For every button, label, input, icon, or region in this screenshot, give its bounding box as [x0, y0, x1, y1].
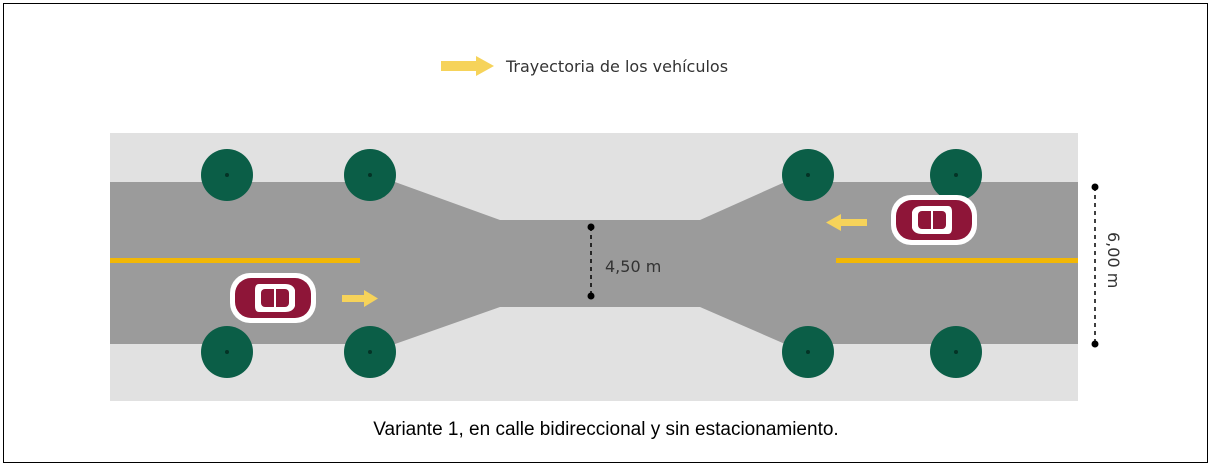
tree-icon	[344, 326, 396, 378]
tree-icon	[201, 326, 253, 378]
car-icon-westbound	[890, 194, 978, 246]
full-width-label: 6,00 m	[1104, 232, 1123, 288]
legend: Trayectoria de los vehículos	[441, 56, 728, 76]
arrow-right-icon	[342, 290, 378, 307]
tree-icon	[930, 149, 982, 201]
tree-icon	[782, 326, 834, 378]
tree-icon	[930, 326, 982, 378]
arrow-left-icon	[826, 214, 867, 231]
full-width-dimension: 6,00 m	[1091, 183, 1123, 348]
arrow-right-icon	[441, 56, 494, 76]
tree-icon	[344, 149, 396, 201]
center-line-left	[110, 258, 360, 263]
figure-caption: Variante 1, en calle bidireccional y sin…	[373, 419, 839, 440]
car-icon-eastbound	[229, 272, 317, 324]
center-line-right	[836, 258, 1078, 263]
tree-icon	[782, 149, 834, 201]
narrow-width-dimension: 4,50 m	[587, 223, 661, 300]
tree-icon	[201, 149, 253, 201]
narrow-width-label: 4,50 m	[605, 257, 661, 276]
legend-label: Trayectoria de los vehículos	[505, 57, 728, 76]
